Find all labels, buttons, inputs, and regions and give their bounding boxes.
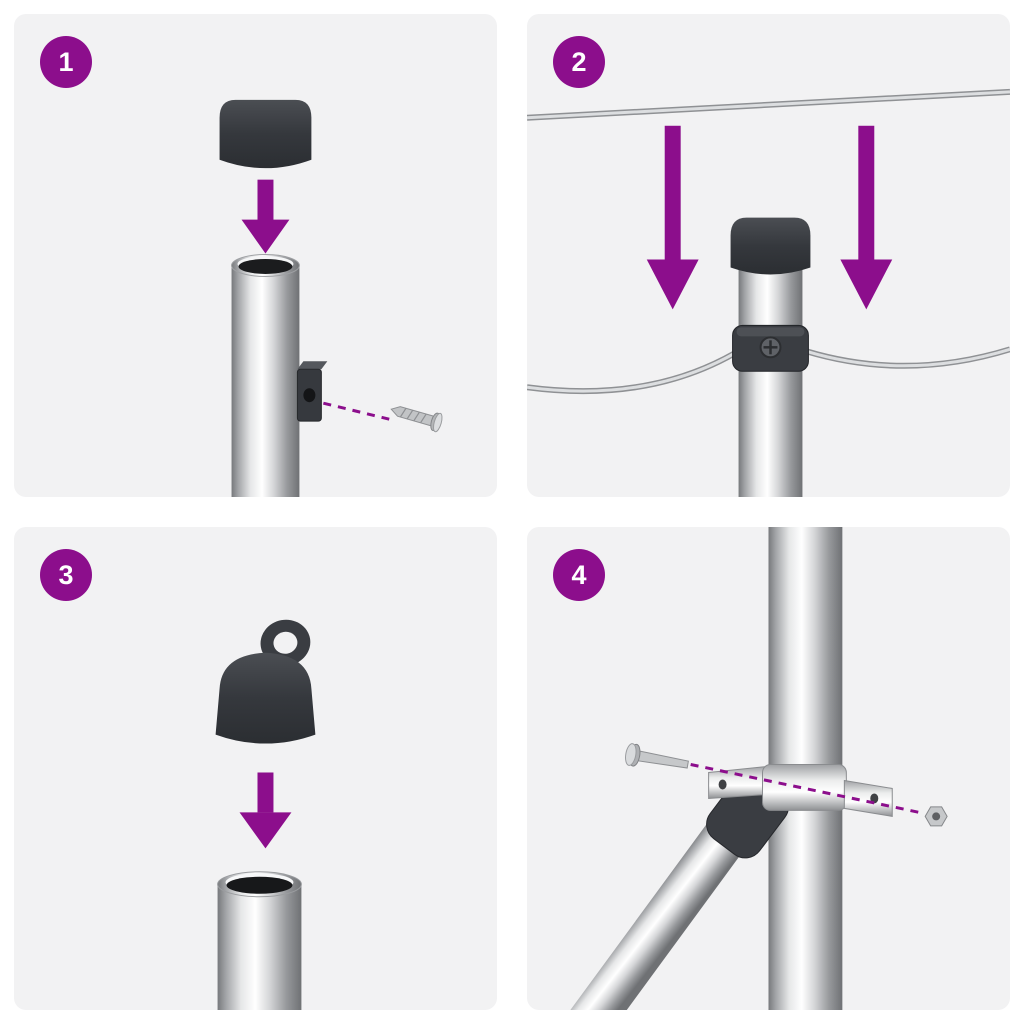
down-arrow-right-icon [840,125,893,310]
down-arrow-icon [241,179,290,254]
step-panel-4: 4 [527,527,1010,1010]
capped-post-illustration [730,217,811,497]
down-arrow-icon [239,772,292,849]
screw-bracket-icon [296,361,328,422]
step-1-illustration [219,99,443,497]
step-3-illustration [215,619,316,1010]
dashed-guide-line [690,763,925,815]
tension-wire-bottom-icon [527,346,1010,395]
step-panel-3: 3 [14,527,497,1010]
step-2-illustration [527,88,1010,497]
post-cap-icon [219,99,312,169]
screw-icon [390,406,443,433]
tension-wire-top-icon [527,88,1010,121]
step-number-badge: 3 [40,549,92,601]
bolt-icon [625,743,689,769]
down-arrow-left-icon [646,125,699,310]
step-panel-2: 2 [527,14,1010,497]
step-number-badge: 4 [553,549,605,601]
step-number-badge: 1 [40,36,92,88]
dashed-guide-line [323,401,390,421]
step-panel-1: 1 [14,14,497,497]
eyelet-cap-icon [215,619,316,744]
nut-icon [924,806,948,827]
brace-clamp-strap-icon [708,764,893,817]
metal-post-illustration [231,254,300,497]
wire-clamp-icon [732,324,809,372]
step-4-illustration [570,527,948,1010]
step-number-badge: 2 [553,36,605,88]
metal-post-opening-illustration [217,871,302,1010]
